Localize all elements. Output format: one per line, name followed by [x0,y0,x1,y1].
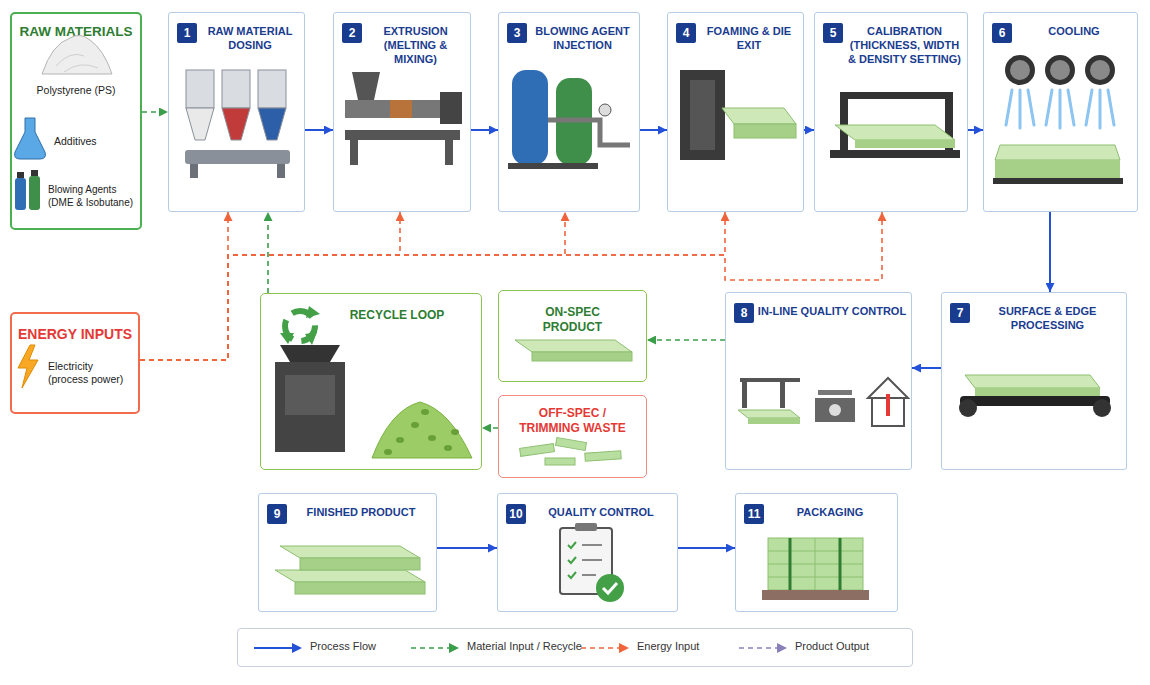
box-heading: RECYCLE LOOP [321,308,473,323]
box-heading: OFF-SPEC / TRIMMING WASTE [511,406,634,436]
step-number: 1 [177,23,197,43]
step-title: RAW MATERIAL DOSING [199,25,301,53]
legend-arrowhead [292,643,302,653]
legend-line [581,647,621,649]
box-heading: ENERGY INPUTS [12,326,138,344]
legend-arrowhead [449,643,459,653]
legend-sample [254,642,302,654]
process-box: 8IN-LINE QUALITY CONTROL [725,292,912,470]
box-heading: RAW MATERIALS [12,24,140,41]
legend-label: Energy Input [637,640,699,654]
recycle-box: RECYCLE LOOP [260,293,482,470]
legend-label: Process Flow [310,640,376,654]
step-title: COOLING [1014,25,1134,39]
legend-box: Process Flow Material Input / Recycle Ener… [237,628,913,667]
flow-connector [912,367,941,369]
process-box: 10QUALITY CONTROL [497,493,678,612]
energy-connector [140,212,565,360]
flow-connector [678,547,735,549]
step-title: FINISHED PRODUCT [289,506,433,520]
flow-connector [1049,212,1051,292]
mat-connector [647,339,725,341]
legend-arrowhead [777,643,787,653]
step-number: 4 [676,23,696,43]
legend-line [254,647,294,649]
process-box: 3BLOWING AGENT INJECTION [498,12,640,212]
step-title: QUALITY CONTROL [528,506,674,520]
legend-sample [739,642,787,654]
flow-connector [804,129,814,131]
material-label: Blowing Agents (DME & Isobutane) [48,184,138,209]
mat-connector [267,212,269,293]
process-box: 2EXTRUSION (MELTING & MIXING) [333,12,471,212]
material-label: Polystyrene (PS) [20,84,132,97]
step-title: CALIBRATION (THICKNESS, WIDTH & DENSITY … [845,25,964,66]
step-title: FOAMING & DIE EXIT [698,25,800,53]
process-box: 5CALIBRATION (THICKNESS, WIDTH & DENSITY… [814,12,968,212]
energy-connector [140,212,228,360]
step-number: 7 [950,303,970,323]
step-number: 8 [734,303,754,323]
flow-connector [305,129,333,131]
step-title: PACKAGING [766,506,894,520]
input-box: RAW MATERIALS Polystyrene (PS) AdditivesBl… [10,12,142,230]
flow-connector [437,547,497,549]
step-number: 3 [507,23,527,43]
mat-connector [142,111,168,113]
waste-box: OFF-SPEC / TRIMMING WASTE [498,395,647,478]
step-number: 6 [992,23,1012,43]
step-number: 9 [267,504,287,524]
flow-connector [471,129,498,131]
material-label: Additives [54,135,134,148]
legend-label: Material Input / Recycle [467,640,582,654]
process-box: 9FINISHED PRODUCT [258,493,437,612]
process-box: 7SURFACE & EDGE PROCESSING [941,292,1127,470]
legend-arrowhead [619,643,629,653]
legend-label: Product Output [795,640,869,654]
energy-label: Electricity (process power) [48,360,134,386]
box-heading: ON-SPEC PRODUCT [527,305,618,335]
step-title: IN-LINE QUALITY CONTROL [756,305,908,319]
mat-connector [482,427,498,429]
legend-line [411,647,451,649]
process-box: 1RAW MATERIAL DOSING [168,12,305,212]
step-number: 2 [342,23,362,43]
legend-sample [581,642,629,654]
process-box: 4FOAMING & DIE EXIT [667,12,804,212]
energy-connector [140,212,882,360]
step-title: SURFACE & EDGE PROCESSING [972,305,1123,333]
step-title: EXTRUSION (MELTING & MIXING) [364,25,467,66]
energy-box: ENERGY INPUTS Electricity (process power) [10,312,140,414]
step-number: 11 [744,504,764,524]
step-number: 10 [506,504,526,524]
flow-connector [640,129,667,131]
process-box: 11PACKAGING [735,493,898,612]
flow-connector [968,129,983,131]
process-box: 6COOLING [983,12,1138,212]
output-box: ON-SPEC PRODUCT [498,290,647,382]
energy-connector [140,212,400,360]
legend-sample [411,642,459,654]
step-number: 5 [823,23,843,43]
energy-connector [140,212,725,360]
legend-line [739,647,779,649]
step-title: BLOWING AGENT INJECTION [529,25,636,53]
